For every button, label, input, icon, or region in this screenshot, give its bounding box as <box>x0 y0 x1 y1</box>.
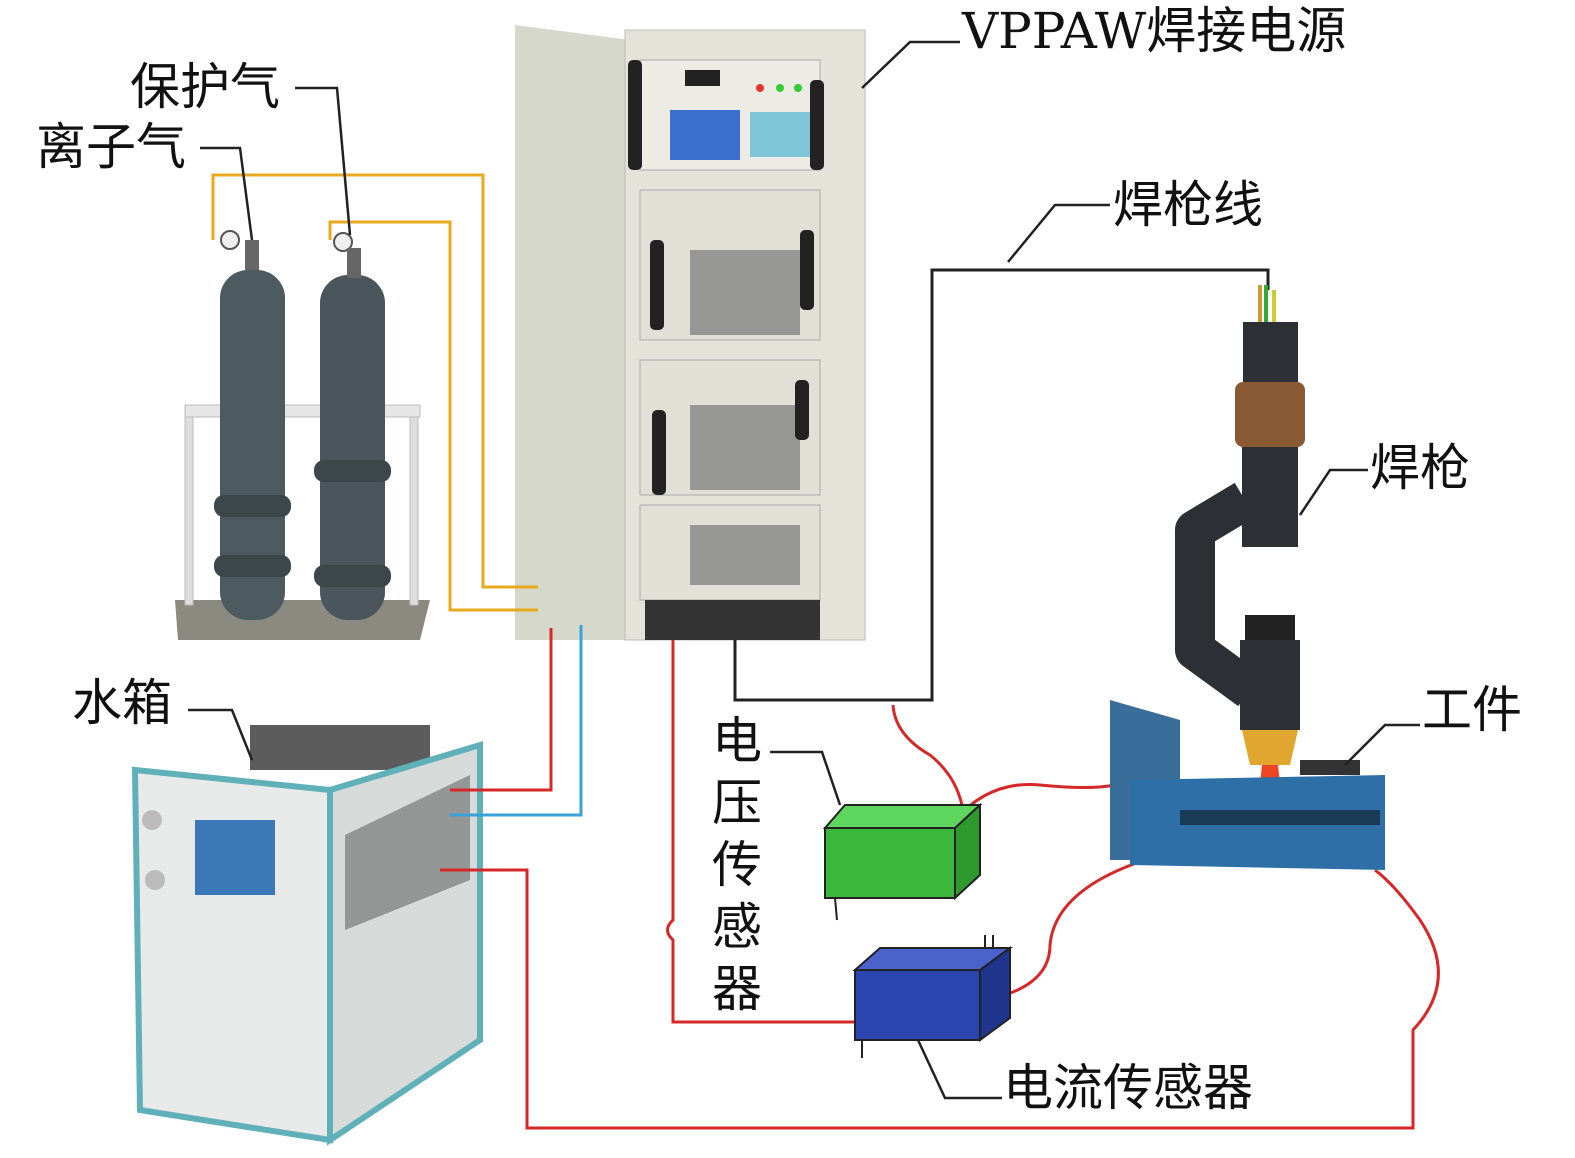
shield-gas-line <box>328 220 538 612</box>
label-current-sensor: 电流传感器 <box>1003 1059 1253 1117</box>
gas-cylinders <box>175 230 430 640</box>
label-torch: 焊枪 <box>1370 439 1470 497</box>
plasma-gas-line <box>211 173 538 589</box>
water-line-blue <box>450 625 583 817</box>
leader-voltage <box>770 750 842 806</box>
leader-power <box>861 40 960 89</box>
ground-line <box>440 868 1440 1130</box>
current-sensor-line <box>666 640 855 1024</box>
workpiece-fixture <box>1110 700 1385 870</box>
water-line-red <box>450 628 553 792</box>
leader-cable <box>1007 203 1110 263</box>
current-lead <box>1004 858 1146 997</box>
label-shield-gas: 保护气 <box>130 58 280 116</box>
voltage-sensor-box <box>822 802 983 921</box>
leader-tank <box>188 708 254 761</box>
welding-torch <box>1175 285 1305 812</box>
leader-workpiece <box>1344 723 1420 766</box>
water-chiller <box>131 725 483 1146</box>
leader-torch <box>1298 468 1368 516</box>
torch-cable-line <box>733 268 1270 702</box>
label-workpiece: 工件 <box>1422 681 1522 739</box>
leader-current <box>916 1039 1002 1100</box>
leader-plasma <box>200 146 254 241</box>
voltage-lead-2 <box>953 782 1116 821</box>
voltage-lead-1 <box>891 704 964 806</box>
leader-shield <box>295 86 352 236</box>
label-power-supply: VPPAW焊接电源 <box>962 2 1347 60</box>
label-torch-cable: 焊枪线 <box>1113 176 1263 234</box>
label-plasma-gas: 离子气 <box>36 118 186 176</box>
power-cabinet <box>515 25 866 641</box>
current-sensor-box <box>852 935 1014 1058</box>
label-voltage-sensor: 电压传感器 <box>712 712 762 1018</box>
label-water-tank: 水箱 <box>72 674 172 732</box>
